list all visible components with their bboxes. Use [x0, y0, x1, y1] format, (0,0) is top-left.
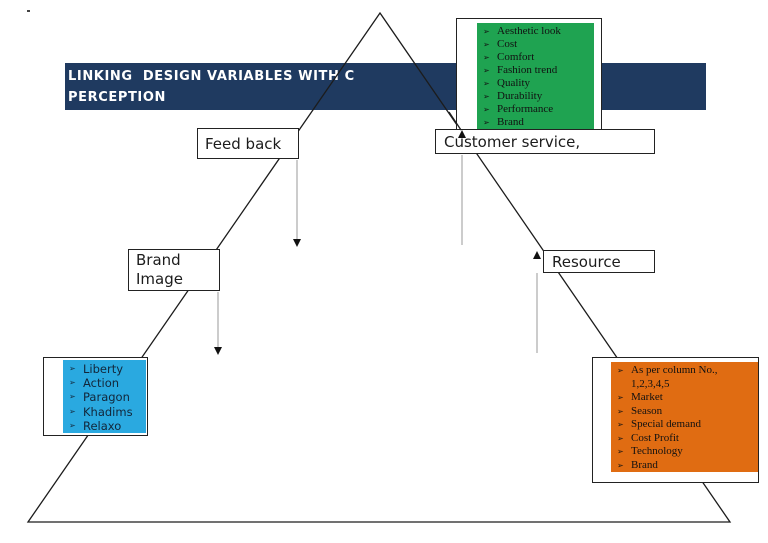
bullet-item: ➢ Khadims [66, 405, 144, 419]
design-variables-box: ➢ Aesthetic look ➢ Cost ➢ Comfort ➢ Fashion tre… [456, 18, 602, 130]
arrow-bullet-icon: ➢ [617, 433, 624, 443]
bullet-item-label: Liberty [83, 362, 124, 376]
arrowhead-down-feedback-icon [293, 239, 301, 247]
bullet-item-label: Aesthetic look [497, 25, 561, 37]
brands-list: ➢ Liberty ➢ Action ➢ Paragon ➢ Khadims ➢ Relaxo [63, 360, 146, 433]
resources-box: ➢ As per column No., 1,2,3,4,5 ➢ Market ➢ Sea… [592, 357, 759, 483]
bullet-item-label: Technology [631, 445, 683, 457]
feedback-label: Feed back [205, 134, 282, 153]
resources-list: ➢ As per column No., 1,2,3,4,5 ➢ Market ➢ Sea… [611, 362, 758, 472]
arrow-bullet-icon: ➢ [483, 40, 490, 49]
arrow-bullet-icon: ➢ [617, 420, 624, 429]
bullet-item-label: Quality [497, 77, 530, 89]
bullet-item-label: Performance [497, 103, 554, 115]
title-line-1: LINKING DESIGN VARIABLES WITH C [68, 69, 355, 84]
bullet-item: ➢ Cost Profit [614, 432, 756, 446]
bullet-item-label: As per column No., 1,2,3,4,5 [631, 364, 718, 390]
bullet-item: ➢ Comfort [480, 51, 592, 64]
arrow-bullet-icon: ➢ [617, 406, 624, 416]
arrow-bullet-icon: ➢ [617, 447, 624, 456]
stray-dot [27, 10, 30, 12]
bullet-item-label: Durability [497, 90, 543, 102]
arrow-bullet-icon: ➢ [483, 105, 490, 114]
bullet-item-label: Market [631, 391, 663, 403]
bullet-item-label: Relaxo [83, 418, 122, 433]
title-line-2: PERCEPTION [68, 90, 167, 105]
bullet-item: ➢ Durability [480, 90, 592, 103]
bullet-item: ➢ Relaxo [66, 419, 144, 433]
bullet-item: ➢ As per column No., 1,2,3,4,5 [614, 364, 756, 391]
arrow-bullet-icon: ➢ [483, 118, 490, 127]
bullet-item-label: Cost Profit [631, 431, 679, 444]
bullet-item: ➢ Paragon [66, 390, 144, 404]
customer-service-label-box: Customer service, [435, 129, 655, 154]
bullet-item: ➢ Cost [480, 38, 592, 51]
bullet-item-label: Brand [631, 458, 658, 471]
bullet-item: ➢ Brand [480, 116, 592, 129]
arrow-bullet-icon: ➢ [483, 27, 490, 36]
arrow-bullet-icon: ➢ [69, 420, 76, 430]
bullet-item: ➢ Technology [614, 445, 756, 459]
arrowhead-down-brandimage-icon [214, 347, 222, 355]
bullet-item-label: Paragon [83, 390, 130, 405]
bullet-item-label: Cost [497, 38, 518, 50]
bullet-item: ➢ Brand [614, 459, 756, 473]
resource-label-box: Resource [543, 250, 655, 273]
bullet-item-label: Brand [497, 116, 524, 128]
arrow-bullet-icon: ➢ [483, 79, 490, 88]
bullet-item-label: Action [83, 376, 120, 391]
arrow-bullet-icon: ➢ [483, 53, 490, 62]
arrow-bullet-icon: ➢ [69, 378, 76, 388]
arrow-bullet-icon: ➢ [69, 364, 76, 373]
design-variables-list: ➢ Aesthetic look ➢ Cost ➢ Comfort ➢ Fashion tre… [477, 23, 594, 129]
arrow-bullet-icon: ➢ [617, 460, 624, 470]
customer-service-label: Customer service, [444, 132, 581, 151]
bullet-item: ➢ Performance [480, 103, 592, 116]
brand-image-label-box: Brand Image [128, 249, 220, 291]
arrowhead-up-resource-icon [533, 251, 541, 259]
arrow-bullet-icon: ➢ [617, 393, 624, 402]
bullet-item-label: Comfort [497, 51, 535, 63]
bullet-item: ➢ Quality [480, 77, 592, 90]
brands-box: ➢ Liberty ➢ Action ➢ Paragon ➢ Khadims ➢ Relaxo [43, 357, 148, 436]
bullet-item-label: Special demand [631, 418, 701, 430]
bullet-item-label: Season [631, 404, 663, 417]
bullet-item: ➢ Liberty [66, 362, 144, 376]
bullet-item: ➢ Market [614, 391, 756, 405]
bullet-item-label: Fashion trend [497, 64, 558, 76]
bullet-item: ➢ Aesthetic look [480, 25, 592, 38]
bullet-item: ➢ Season [614, 405, 756, 419]
arrow-bullet-icon: ➢ [69, 406, 76, 416]
bullet-item: ➢ Fashion trend [480, 64, 592, 77]
arrow-bullet-icon: ➢ [483, 66, 490, 75]
brand-image-label-line2: Image [136, 270, 183, 288]
brand-image-label-line1: Brand [136, 251, 181, 269]
bullet-item: ➢ Action [66, 376, 144, 390]
arrow-bullet-icon: ➢ [617, 366, 624, 375]
bullet-item-label: Khadims [83, 404, 133, 419]
feedback-label-box: Feed back [197, 128, 299, 159]
arrow-bullet-icon: ➢ [483, 92, 490, 101]
title-banner: LINKING DESIGN VARIABLES WITH C PERCEPTI… [65, 63, 706, 110]
resource-label: Resource [552, 252, 621, 271]
arrow-bullet-icon: ➢ [69, 392, 76, 402]
bullet-item: ➢ Special demand [614, 418, 756, 432]
